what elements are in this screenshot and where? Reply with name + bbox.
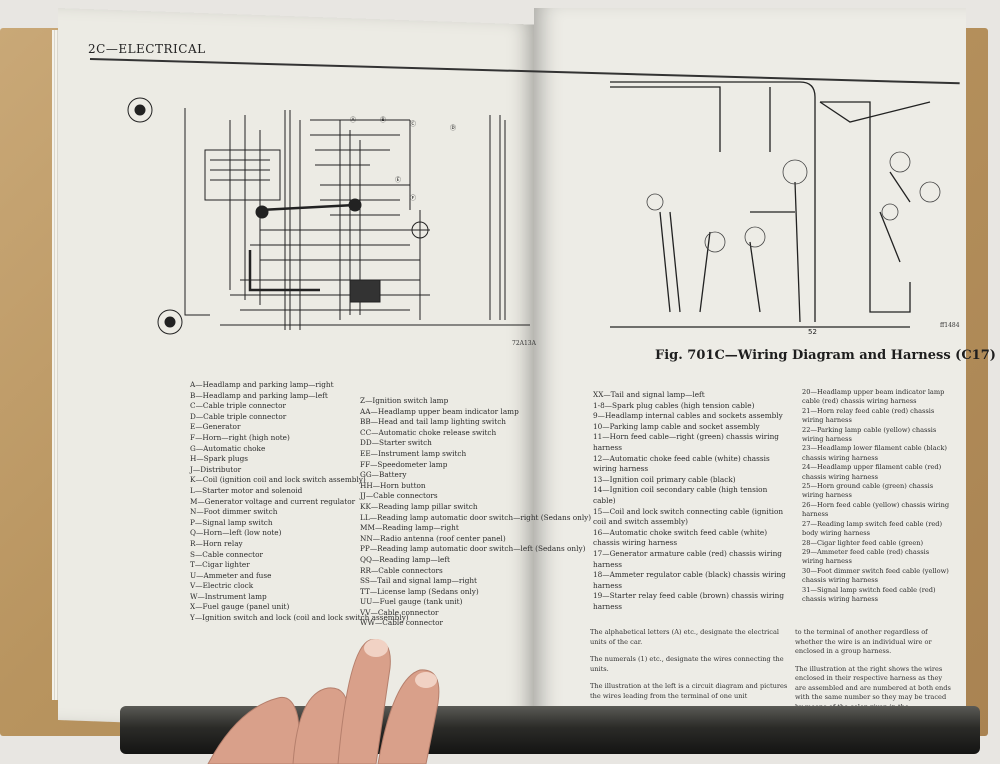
legend-item: 14—Ignition coil secondary cable (high t… — [593, 485, 768, 505]
legend-item: 25—Horn ground cable (green) chassis wir… — [802, 482, 934, 500]
legend-col2: Z—Ignition switch lamp AA—Headlamp upper… — [360, 396, 592, 629]
legend-item: 28—Cigar lighter feed cable (green) — [802, 538, 924, 547]
legend-item: SS—Tail and signal lamp—right — [360, 576, 477, 586]
legend-item: AA—Headlamp upper beam indicator lamp — [360, 406, 519, 416]
legend-item: XX—Tail and signal lamp—left — [593, 390, 705, 399]
legend-item: UU—Fuel gauge (tank unit) — [360, 597, 463, 607]
legend-item: 17—Generator armature cable (red) chassi… — [593, 548, 782, 569]
legend-item: FF—Speedometer lamp — [360, 459, 448, 469]
legend-item: X—Fuel gauge (panel unit) — [190, 602, 290, 612]
legend-item: T—Cigar lighter — [190, 560, 250, 570]
section-header: 2C—ELECTRICAL — [88, 42, 206, 56]
legend-item: J—Distributor — [190, 464, 242, 474]
legend-item: NN—Radio antenna (roof center panel) — [360, 533, 506, 543]
legend-item: 29—Ammeter feed cable (red) chassis wiri… — [802, 547, 930, 566]
svg-text:Ⓓ: Ⓓ — [450, 124, 456, 132]
harness-diagram: 52 — [610, 81, 941, 336]
legend-item: 12—Automatic choke feed cable (white) ch… — [593, 453, 770, 474]
legend-item: GG—Battery — [360, 470, 407, 480]
notes-col1: The alphabetical letters (A) etc., desig… — [590, 628, 790, 709]
hand-image — [207, 639, 440, 764]
legend-item: S—Cable connector — [190, 549, 263, 559]
legend-item: 27—Reading lamp switch feed cable (red) … — [802, 519, 943, 538]
legend-item: W—Instrument lamp — [190, 591, 267, 601]
legend-item: 22—Parking lamp cable (yellow) chassis w… — [802, 425, 937, 444]
legend-item: VV—Cable connector — [360, 607, 439, 617]
legend-item: A—Headlamp and parking lamp—right — [190, 380, 334, 389]
legend-item: LL—Reading lamp automatic door switch—ri… — [360, 512, 592, 522]
diagram-code: 72A13A — [512, 340, 536, 347]
legend-item: 30—Foot dimmer switch feed cable (yellow… — [802, 566, 949, 585]
legend-item: 1-8—Spark plug cables (high tension cabl… — [593, 400, 755, 410]
note-paragraph: The alphabetical letters (A) etc., desig… — [590, 628, 779, 646]
figure-caption: Fig. 701C—Wiring Diagram and Harness (C1… — [655, 348, 996, 363]
legend-item: Z—Ignition switch lamp — [360, 396, 449, 405]
legend-col3: XX—Tail and signal lamp—left 1-8—Spark p… — [593, 390, 788, 612]
legend-item: P—Signal lamp switch — [190, 517, 273, 527]
legend-item: PP—Reading lamp automatic door switch—le… — [360, 544, 586, 554]
legend-item: RR—Cable connectors — [360, 565, 443, 575]
harness-code: ff1484 — [940, 322, 960, 329]
legend-item: 9—Headlamp internal cables and sockets a… — [593, 411, 783, 421]
legend-item: QQ—Reading lamp—left — [360, 554, 450, 564]
legend-item: Q—Horn—left (low note) — [190, 528, 282, 538]
legend-item: F—Horn—right (high note) — [190, 432, 290, 442]
legend-item: WW—Cable connector — [360, 618, 443, 628]
legend-item: U—Ammeter and fuse — [190, 570, 272, 580]
legend-item: 10—Parking lamp cable and socket assembl… — [593, 421, 760, 431]
legend-item: 31—Signal lamp switch feed cable (red) c… — [802, 585, 936, 603]
legend-item: G—Automatic choke — [190, 443, 266, 453]
svg-text:Ⓑ: Ⓑ — [380, 116, 386, 124]
legend-item: L—Starter motor and solenoid — [190, 485, 303, 495]
legend-item: K—Coil (ignition coil and lock switch as… — [190, 475, 366, 485]
legend-item: 13—Ignition coil primary cable (black) — [593, 474, 736, 484]
legend-item: JJ—Cable connectors — [360, 491, 438, 501]
svg-text:Ⓕ: Ⓕ — [410, 194, 416, 202]
legend-item: 26—Horn feed cable (yellow) chassis wiri… — [802, 500, 950, 519]
legend-item: Y—Ignition switch and lock (coil and loc… — [190, 613, 409, 623]
legend-item: V—Electric clock — [190, 581, 254, 591]
legend-item: MM—Reading lamp—right — [360, 523, 459, 533]
legend-item: E—Generator — [190, 422, 241, 432]
legend-item: 11—Horn feed cable—right (green) chassis… — [593, 432, 779, 452]
legend-item: 23—Headlamp lower filament cable (black)… — [802, 444, 947, 462]
legend-item: H—Spark plugs — [190, 454, 249, 464]
legend-col4: 20—Headlamp upper beam indicator lamp ca… — [802, 388, 952, 604]
legend-item: 16—Automatic choke switch feed cable (wh… — [593, 527, 768, 548]
legend-item: N—Foot dimmer switch — [190, 507, 278, 517]
legend-item: TT—License lamp (Sedans only) — [360, 586, 479, 596]
legend-item: 19—Starter relay feed cable (brown) chas… — [593, 591, 785, 611]
legend-item: HH—Horn button — [360, 480, 426, 490]
svg-text:Ⓔ: Ⓔ — [395, 176, 401, 184]
legend-item: 21—Horn relay feed cable (red) chassis w… — [802, 406, 935, 425]
note-paragraph: The illustration at the left is a circui… — [590, 682, 788, 700]
legend-item: B—Headlamp and parking lamp—left — [190, 390, 328, 400]
legend-item: BB—Head and tail lamp lighting switch — [360, 417, 506, 427]
right-page — [534, 8, 966, 744]
legend-item: D—Cable triple connector — [190, 411, 287, 421]
legend-item: 24—Headlamp upper filament cable (red) c… — [802, 463, 942, 481]
note-paragraph: to the terminal of another regardless of… — [795, 628, 932, 655]
legend-item: 18—Ammeter regulator cable (black) chass… — [593, 570, 786, 590]
note-paragraph: The numerals (1) etc., designate the wir… — [590, 655, 784, 673]
legend-item: DD—Starter switch — [360, 438, 432, 448]
legend-item: 20—Headlamp upper beam indicator lamp ca… — [802, 388, 945, 406]
circuit-diagram: Ⓐ Ⓑ Ⓒ Ⓓ Ⓔ Ⓕ — [127, 97, 530, 335]
legend-item: CC—Automatic choke release switch — [360, 427, 497, 437]
legend-item: EE—Instrument lamp switch — [360, 448, 467, 458]
svg-text:52: 52 — [808, 328, 817, 336]
svg-text:Ⓐ: Ⓐ — [350, 116, 356, 124]
svg-text:Ⓒ: Ⓒ — [410, 120, 416, 128]
legend-col1: A—Headlamp and parking lamp—right B—Head… — [190, 380, 409, 624]
legend-item: M—Generator voltage and current regulato… — [190, 496, 356, 506]
legend-item: C—Cable triple connector — [190, 401, 286, 411]
legend-item: KK—Reading lamp pillar switch — [360, 501, 478, 511]
legend-item: 15—Coil and lock switch connecting cable… — [593, 506, 784, 527]
legend-item: R—Horn relay — [190, 538, 243, 548]
